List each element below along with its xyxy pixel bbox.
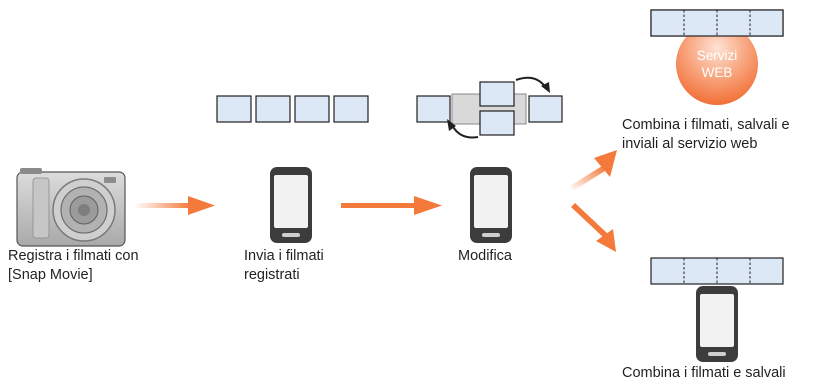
step-label-send: Invia i filmati registrati [244, 247, 324, 285]
clip-frames-send [216, 95, 369, 123]
step-label-combine-web-line-2: inviali al servizio web [622, 136, 758, 152]
web-service-label-2: WEB [702, 65, 733, 80]
step-label-combine-web-line-1: Combina i filmati, salvali e [622, 117, 790, 133]
step-label-combine-save: Combina i filmati e salvali [622, 365, 786, 381]
arrow-send-to-edit [341, 196, 442, 215]
step-label-record-line-2: [Snap Movie] [8, 267, 93, 283]
step-label-send-line-1: Invia i filmati [244, 248, 324, 264]
web-service-group: Servizi WEB [650, 9, 784, 105]
arrow-record-to-send [134, 196, 215, 215]
smartphone-icon-save [696, 286, 738, 362]
step-label-combine-web: Combina i filmati, salvali e inviali al … [622, 116, 790, 154]
save-group [650, 257, 784, 362]
web-service-circle [676, 23, 758, 105]
arrow-edit-to-save [571, 203, 616, 252]
step-label-edit: Modifica [458, 248, 512, 264]
clip-frames-edit [416, 76, 563, 139]
step-label-record-line-1: Registra i filmati con [8, 248, 139, 264]
smartphone-icon-send [270, 167, 312, 243]
camera-icon [16, 168, 126, 247]
smartphone-icon-edit [470, 167, 512, 243]
arrow-edit-to-web [570, 150, 617, 191]
step-label-send-line-2: registrati [244, 267, 300, 283]
web-service-label-1: Servizi [697, 48, 738, 63]
step-label-record: Registra i filmati con [Snap Movie] [8, 247, 139, 285]
